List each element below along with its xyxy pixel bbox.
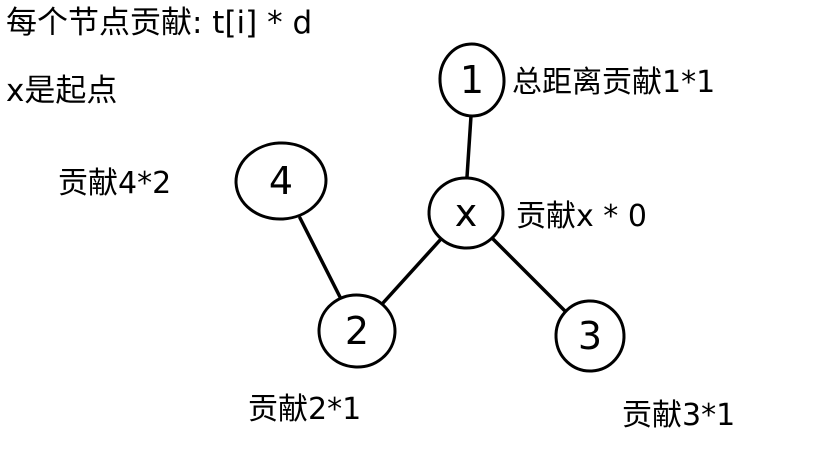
node-x: x: [427, 176, 505, 250]
edge-4-2: [298, 216, 342, 299]
note-start-node: x是起点: [6, 73, 117, 109]
node-2: 2: [317, 293, 397, 369]
node-4-label: 4: [269, 159, 293, 203]
node-2-label: 2: [345, 309, 369, 353]
node-3-label: 3: [578, 314, 602, 358]
node-3: 3: [554, 299, 626, 373]
annotation-node-3: 贡献3*1: [622, 398, 735, 433]
node-annotations: 总距离贡献1*1 贡献x * 0 贡献4*2 贡献2*1 贡献3*1: [58, 65, 735, 433]
annotation-node-4: 贡献4*2: [58, 166, 171, 201]
node-2-circle: [317, 293, 397, 369]
annotation-node-1: 总距离贡献1*1: [512, 65, 715, 100]
node-1-circle: [438, 42, 506, 118]
tree-nodes: 1 x 4 2 3: [234, 42, 626, 373]
tree-edges: [298, 114, 568, 314]
node-3-circle: [554, 299, 626, 373]
note-formula: 每个节点贡献: t[i] * d: [6, 5, 312, 41]
node-4-circle: [234, 141, 328, 221]
node-1-label: 1: [460, 58, 484, 102]
node-1: 1: [438, 42, 506, 118]
node-4: 4: [234, 141, 328, 221]
edge-1-x: [465, 114, 473, 179]
node-x-circle: [427, 176, 505, 250]
edge-x-3: [490, 236, 568, 314]
edge-x-2: [381, 237, 443, 305]
node-x-label: x: [455, 191, 478, 235]
annotation-node-2: 贡献2*1: [248, 392, 361, 427]
annotation-node-x: 贡献x * 0: [516, 199, 647, 234]
